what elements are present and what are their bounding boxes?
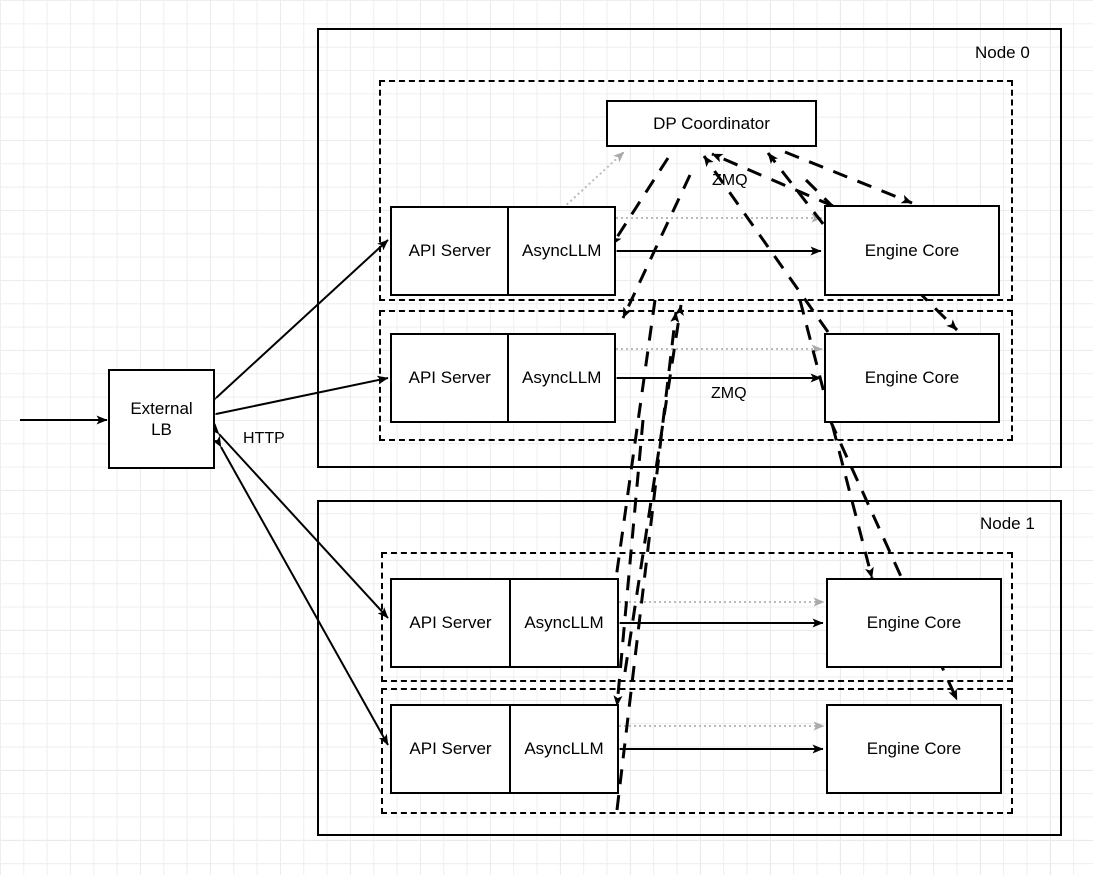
api-server-label-n1g1: API Server: [409, 739, 492, 758]
edge-lb-to-node1-api1: [211, 435, 389, 746]
asyncllm-label-n0g0: AsyncLLM: [507, 208, 614, 294]
node-1-apiserver-asyncllm-1[interactable]: API Server AsyncLLM: [390, 704, 619, 794]
edge-coordinator-to-engine10: [798, 299, 874, 579]
edge-coordinator-to-async10: [609, 299, 657, 601]
engine-core-label-n1g0: Engine Core: [866, 613, 962, 633]
edge-coordinator-to-engine00: [784, 150, 913, 205]
engine-core-label-n0g0: Engine Core: [864, 240, 960, 260]
dp-coordinator-box[interactable]: DP Coordinator: [606, 100, 817, 147]
api-server-label-n0g0: API Server: [408, 241, 491, 260]
node-0-group-0: [379, 80, 1013, 301]
node-1-apiserver-asyncllm-0[interactable]: API Server AsyncLLM: [390, 578, 619, 668]
node-0-apiserver-asyncllm-1[interactable]: API Server AsyncLLM: [390, 333, 616, 423]
external-lb-box[interactable]: External LB: [108, 369, 215, 469]
engine-core-n1g0[interactable]: Engine Core: [826, 578, 1002, 668]
asyncllm-label-n1g0: AsyncLLM: [509, 580, 617, 666]
asyncllm-label-n1g1: AsyncLLM: [509, 706, 617, 792]
edge-lb-to-node1-api0: [208, 423, 389, 619]
api-server-label-n0g1: API Server: [408, 368, 491, 387]
http-label: HTTP: [243, 430, 285, 447]
zmq-top-label: ZMQ: [712, 172, 748, 189]
engine-core-n0g0[interactable]: Engine Core: [824, 205, 1000, 296]
engine-core-label-n0g1: Engine Core: [864, 368, 960, 388]
edge-coordinator-to-async01: [621, 174, 692, 319]
node-1-label: Node 1: [980, 514, 1035, 533]
engine-core-n0g1[interactable]: Engine Core: [824, 333, 1000, 423]
edge-engine00-to-coordinator: [711, 152, 834, 208]
zmq-bottom-label: ZMQ: [711, 385, 747, 402]
edge-coordinator-to-async11: [613, 419, 645, 707]
node-0-label: Node 0: [975, 43, 1030, 62]
edge-lb-to-node0-api1: [204, 375, 389, 421]
dp-coordinator-label: DP Coordinator: [653, 113, 770, 133]
edge-lb-to-node0-api0: [205, 239, 389, 409]
edge-engine10-to-coordinator: [623, 304, 684, 673]
edge-engine01-to-coordinator: [702, 155, 830, 333]
external-lb-text: External LB: [130, 398, 192, 441]
edge-coordinator-to-async00: [610, 157, 670, 246]
external-lb-line1: External: [130, 398, 193, 418]
edge-engine-right-to-coordinator: [766, 152, 857, 266]
asyncllm-label-n0g1: AsyncLLM: [507, 335, 614, 421]
external-lb-line2: LB: [151, 420, 172, 439]
edge-engine11-to-coordinator: [615, 311, 680, 811]
api-server-label-n1g0: API Server: [409, 613, 492, 632]
node-0-apiserver-asyncllm-0[interactable]: API Server AsyncLLM: [390, 206, 616, 296]
node-1-group-1: [381, 688, 1013, 814]
engine-core-label-n1g1: Engine Core: [866, 739, 962, 759]
edge-asyncllm00-to-coordinator-dotted: [562, 151, 625, 209]
engine-core-n1g1[interactable]: Engine Core: [826, 704, 1002, 794]
